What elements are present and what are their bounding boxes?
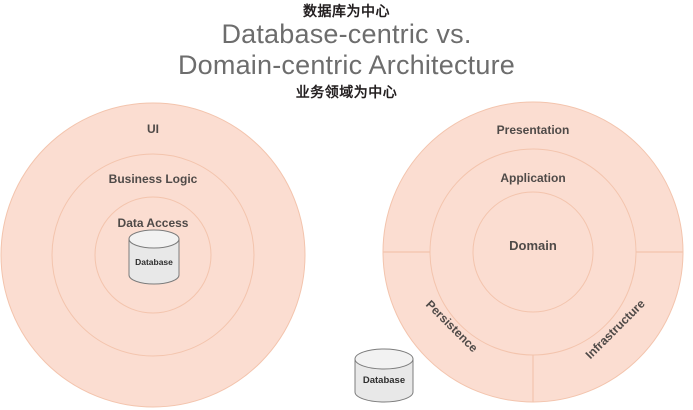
layer-business-logic-ring[interactable]	[51, 153, 255, 357]
database-cylinder-external[interactable]: Database	[354, 348, 414, 403]
database-cylinder-inner-label: Database	[135, 257, 173, 267]
database-cylinder-inner[interactable]: Database	[128, 229, 180, 285]
layer-label-domain: Domain	[509, 238, 557, 253]
left-architecture-circle: UI Business Logic Data Access Database	[0, 102, 306, 408]
layer-data-access-ring[interactable]	[94, 196, 212, 314]
database-cylinder-external-label: Database	[363, 375, 405, 386]
layer-domain-ring[interactable]	[472, 191, 594, 313]
layer-label-business-logic: Business Logic	[109, 172, 198, 186]
layer-label-data-access: Data Access	[118, 216, 189, 230]
layer-label-application: Application	[500, 171, 565, 185]
right-architecture-circle: Presentation Application Domain Persiste…	[382, 101, 684, 403]
layer-label-presentation: Presentation	[497, 123, 570, 137]
layer-label-ui: UI	[147, 122, 159, 136]
